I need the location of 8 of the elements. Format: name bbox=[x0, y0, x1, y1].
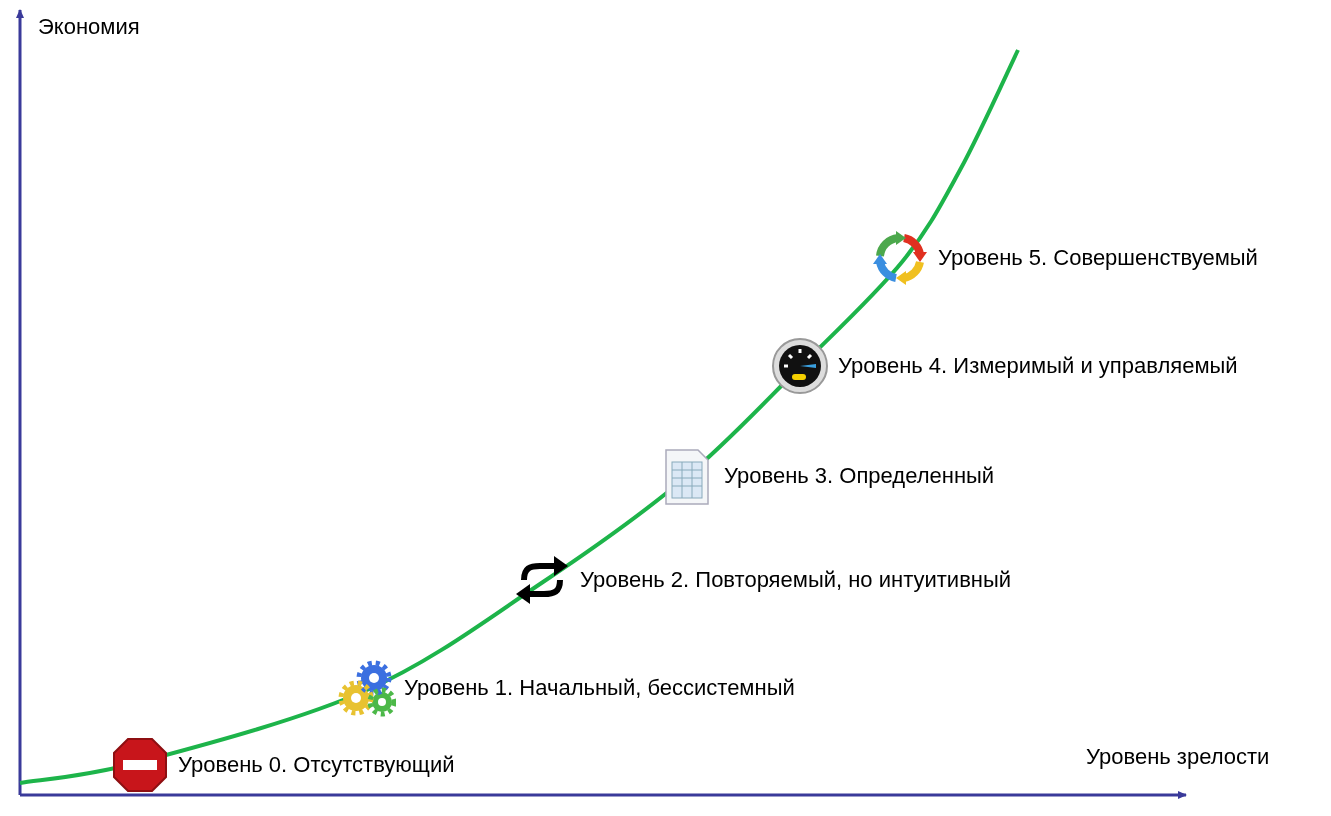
level-label: Уровень 4. Измеримый и управляемый bbox=[838, 353, 1238, 379]
x-axis-title: Уровень зрелости bbox=[1086, 744, 1270, 770]
level-label: Уровень 0. Отсутствующий bbox=[178, 752, 455, 778]
level-label: Уровень 2. Повторяемый, но интуитивный bbox=[580, 567, 1012, 593]
y-axis-title: Экономия bbox=[38, 14, 140, 40]
level-label: Уровень 3. Определенный bbox=[724, 463, 995, 489]
level-label: Уровень 1. Начальный, бессистемный bbox=[404, 675, 795, 701]
level-label: Уровень 5. Совершенствуемый bbox=[938, 245, 1258, 271]
